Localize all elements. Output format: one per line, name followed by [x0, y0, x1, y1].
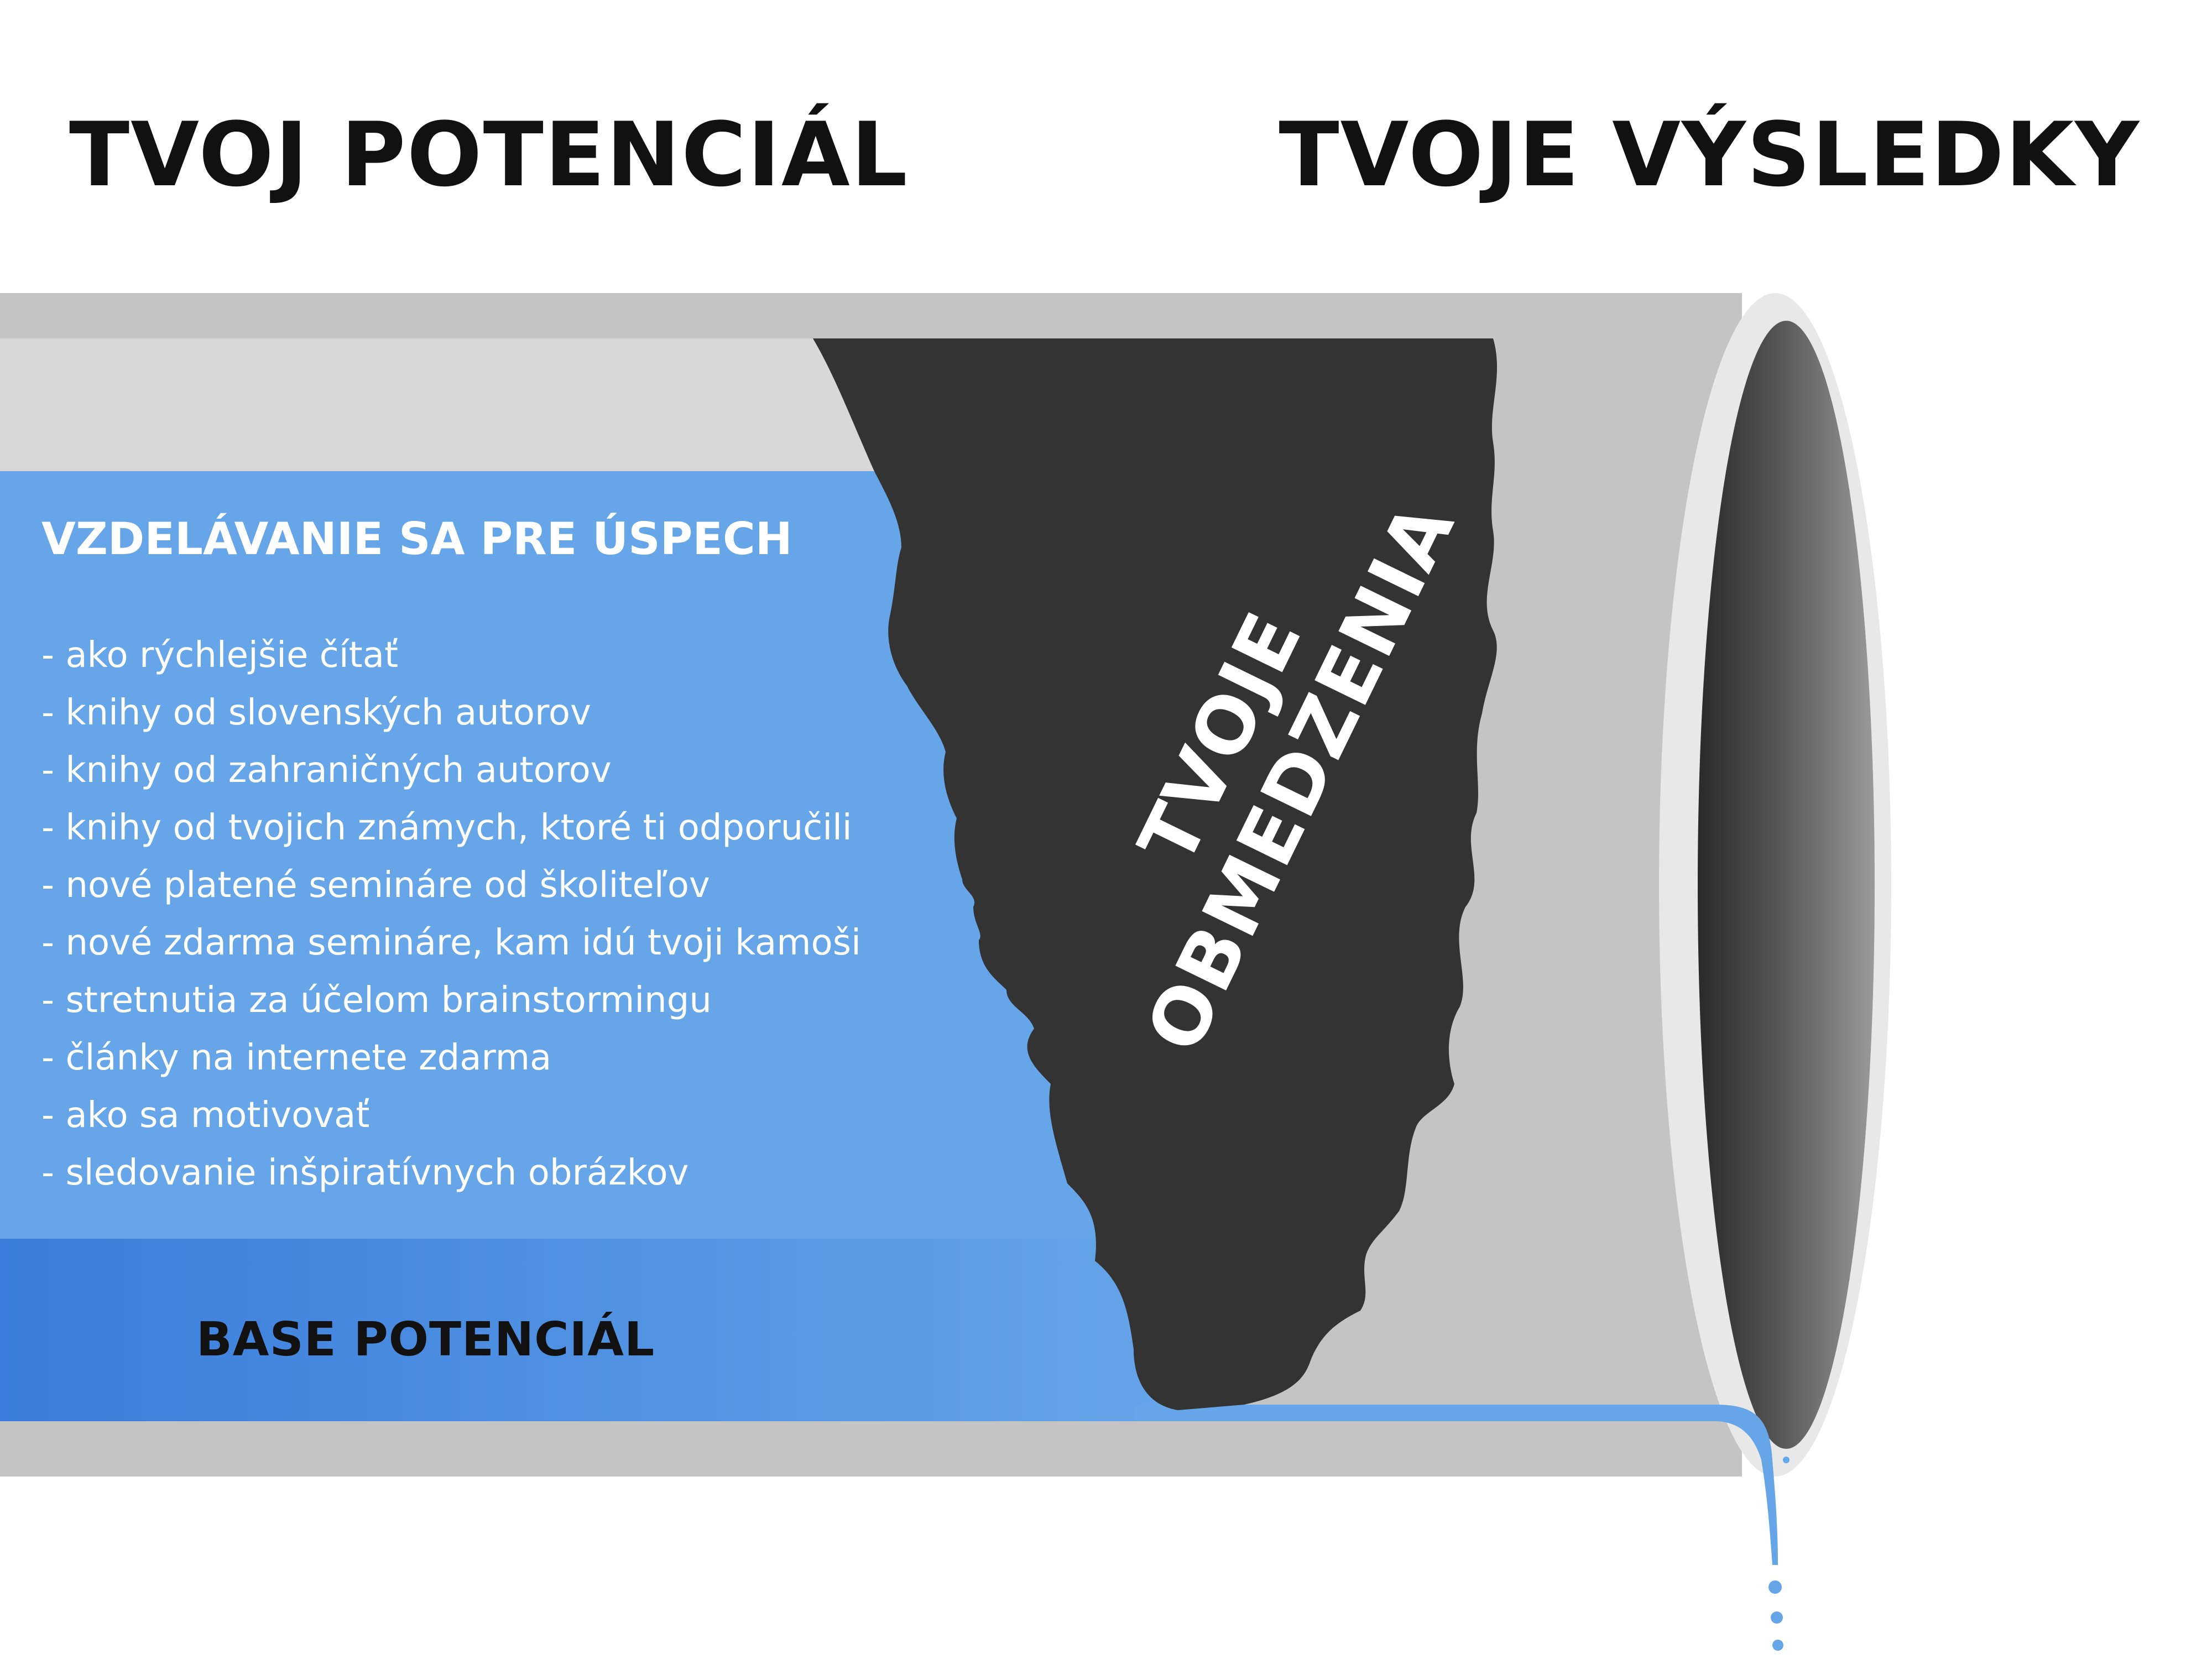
limitations-blockage [813, 338, 1498, 1410]
learning-list: - ako rýchlejšie čítať - knihy od sloven… [41, 627, 954, 1202]
list-item: - články na internete zdarma [41, 1037, 552, 1078]
heading-your-results: TVOJE VÝSLEDKY [1279, 103, 2140, 206]
water-learning-area [0, 471, 1150, 1421]
list-item: - knihy od tvojich známych, ktoré ti odp… [41, 807, 852, 848]
list-item: - ako rýchlejšie čítať [41, 635, 399, 676]
list-item: - nové platené semináre od školiteľov [41, 865, 710, 906]
heading-your-potential: TVOJ POTENCIÁL [69, 103, 909, 206]
learning-title: VZDELÁVANIE SA PRE ÚSPECH [41, 513, 792, 565]
list-item: - ako sa motivovať [41, 1095, 370, 1136]
water-base-band [0, 1239, 1189, 1421]
pipe-opening [1698, 321, 1875, 1449]
list-item: - stretnutia za účelom brainstormingu [41, 980, 712, 1021]
list-item: - nové zdarma semináre, kam idú tvoji ka… [41, 922, 861, 963]
list-item: - knihy od zahraničných autorov [41, 750, 612, 791]
learning-card: VZDELÁVANIE SA PRE ÚSPECH - ako rýchlejš… [41, 517, 954, 1202]
water-drop [1768, 1580, 1782, 1594]
pipe-inner-top [0, 338, 896, 471]
water-drop [1772, 1640, 1783, 1651]
list-item: - sledovanie inšpiratívnych obrázkov [41, 1152, 689, 1193]
water-drop [1771, 1611, 1783, 1624]
water-drop [1783, 1457, 1790, 1463]
base-potential-label: BASE POTENCIÁL [196, 1312, 655, 1367]
list-item: - knihy od slovenských autorov [41, 692, 591, 733]
water-spill [1714, 1405, 1778, 1565]
water-stream [1134, 1405, 1759, 1421]
